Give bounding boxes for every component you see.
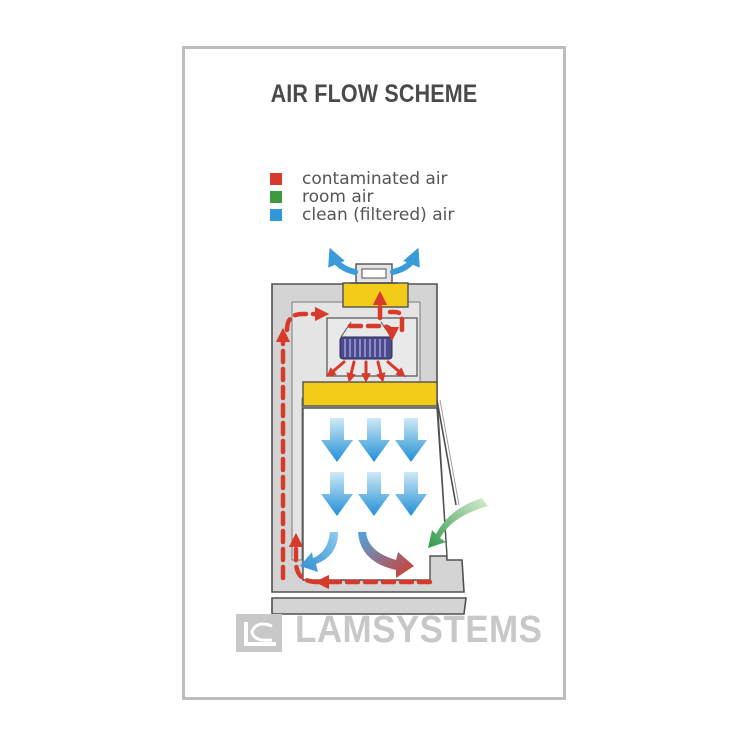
legend-item-contaminated: contaminated air bbox=[270, 170, 448, 188]
legend-item-clean: clean (filtered) air bbox=[270, 206, 454, 224]
front-sash bbox=[436, 399, 457, 506]
cabinet-base bbox=[271, 597, 467, 615]
legend-label: contaminated air bbox=[302, 169, 448, 189]
legend-item-room: room air bbox=[270, 188, 374, 206]
exhaust-cap-vent bbox=[361, 268, 387, 279]
exhaust-clean-air-arrows bbox=[328, 247, 420, 275]
diagram-title: AIR FLOW SCHEME bbox=[270, 80, 478, 108]
exhaust-hepa-filter bbox=[342, 282, 409, 308]
contaminated-air-arrows bbox=[275, 290, 433, 590]
fan-outflow-arrows bbox=[326, 360, 406, 383]
legend-label: clean (filtered) air bbox=[302, 205, 455, 225]
legend-swatch-red bbox=[270, 173, 282, 185]
downflow-hepa-filter bbox=[302, 381, 438, 407]
work-surface-flow bbox=[300, 532, 414, 578]
logo-text: LAMSYSTEMS bbox=[295, 609, 543, 651]
room-air-arrow bbox=[428, 498, 488, 548]
legend-label: room air bbox=[302, 187, 374, 207]
front-sash-shade bbox=[439, 399, 460, 506]
lamsystems-logo-icon bbox=[236, 614, 282, 652]
legend-swatch-green bbox=[270, 191, 282, 203]
legend-swatch-blue bbox=[270, 209, 282, 221]
clean-downflow-arrows bbox=[321, 418, 427, 516]
